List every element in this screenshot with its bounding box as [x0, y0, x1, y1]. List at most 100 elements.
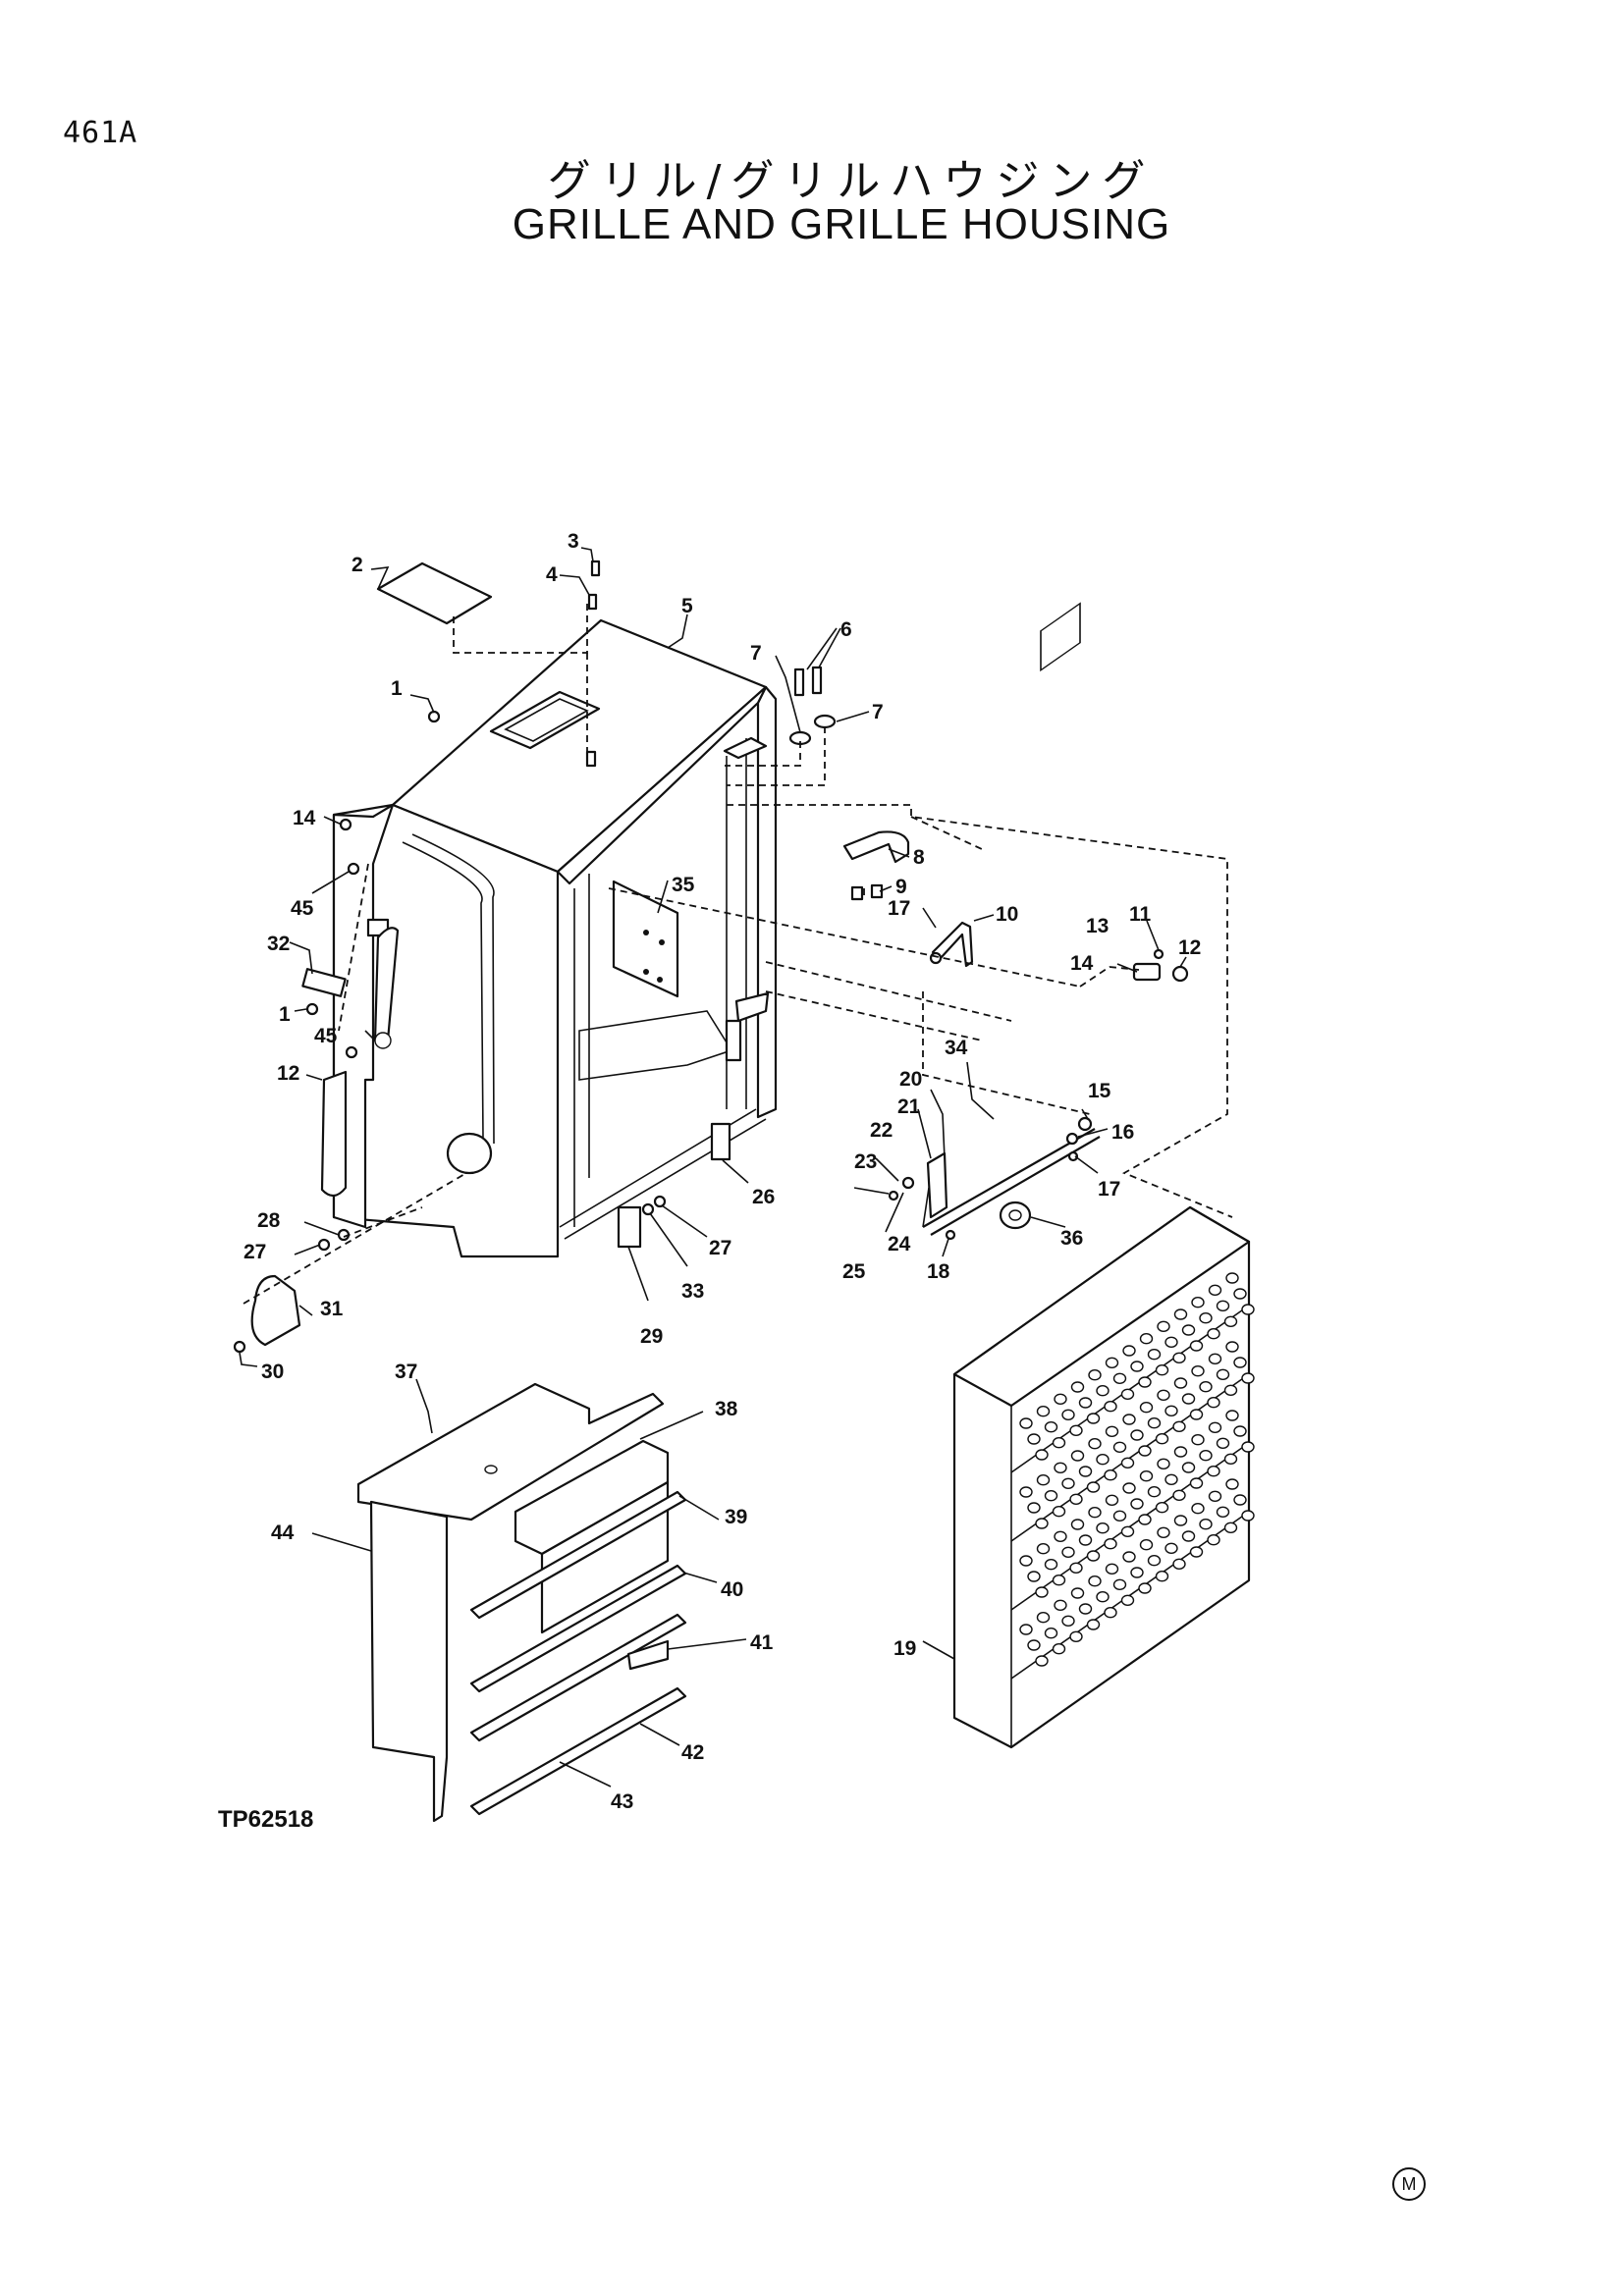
grille-hole [1138, 1514, 1152, 1525]
callout-34: 34 [945, 1037, 968, 1059]
grille-hole [1155, 1432, 1169, 1445]
grille-hole [1052, 1574, 1066, 1586]
callout-41: 41 [750, 1631, 774, 1654]
callout-15: 15 [1088, 1080, 1111, 1102]
callout-14: 14 [293, 807, 316, 829]
grille-hole [1104, 1468, 1117, 1481]
grille-hole [1044, 1627, 1058, 1639]
callout-29: 29 [640, 1325, 663, 1348]
grille-hole [1035, 1518, 1049, 1529]
grille-hole [1078, 1466, 1093, 1477]
grille-hole [1052, 1505, 1066, 1518]
grille-hole [1207, 1396, 1220, 1409]
callout-24: 24 [888, 1233, 911, 1255]
grille-hole [1036, 1611, 1051, 1624]
grille-hole [1061, 1615, 1075, 1628]
grille-hole [1104, 1606, 1117, 1619]
grille-hole [1120, 1594, 1135, 1607]
grille-hole [1019, 1486, 1033, 1498]
grille-hole [1120, 1457, 1135, 1469]
seal-strip-left [320, 1070, 348, 1198]
grille-hole [1112, 1372, 1127, 1385]
grille-hole [1112, 1441, 1127, 1454]
grille-hole [1139, 1401, 1154, 1414]
grille-hole [1122, 1482, 1136, 1494]
grille-hole [1216, 1368, 1230, 1381]
grille-hole [1241, 1510, 1255, 1522]
grille-hole [1044, 1489, 1058, 1502]
grille-hole [1233, 1357, 1247, 1368]
callout-labels: 1 1 2 3 4 5 6 7 7 8 9 10 11 12 12 13 14 … [244, 530, 1201, 1813]
grille-hole [1173, 1308, 1188, 1320]
grille-hole [1112, 1578, 1127, 1591]
callout-14: 14 [1070, 952, 1094, 975]
callout-2: 2 [352, 554, 363, 576]
grille-hole [1105, 1425, 1119, 1438]
grille-hole [1120, 1525, 1135, 1538]
grille-hole [1233, 1494, 1247, 1506]
latch-assembly [888, 1116, 1101, 1241]
grille-hole [1019, 1417, 1033, 1429]
grille-hole [1191, 1296, 1205, 1308]
grille-hole [1054, 1393, 1067, 1406]
callout-32: 32 [267, 933, 290, 955]
grille-hole [1122, 1345, 1136, 1357]
grille-hole [1207, 1327, 1220, 1340]
callout-25: 25 [842, 1260, 866, 1283]
grille-hole [1155, 1363, 1169, 1376]
grille-hole [1216, 1506, 1230, 1519]
callout-36: 36 [1060, 1227, 1083, 1250]
hinge-bracket [842, 830, 910, 901]
callout-7: 7 [872, 701, 884, 723]
grille-hole [1208, 1353, 1222, 1365]
grille-hole [1130, 1429, 1144, 1441]
grille-hole [1173, 1377, 1188, 1389]
grille-hole [1019, 1624, 1033, 1635]
grille-hole [1036, 1473, 1051, 1486]
grille-hole [1139, 1332, 1154, 1345]
callout-28: 28 [257, 1209, 281, 1232]
grille-hole [1241, 1441, 1255, 1453]
grille-hole [1130, 1361, 1144, 1372]
callout-6: 6 [840, 618, 852, 641]
grille-hole [1147, 1554, 1162, 1567]
cover-plate [376, 561, 493, 625]
callout-45: 45 [314, 1025, 338, 1047]
grille-hole [1138, 1376, 1152, 1388]
callout-37: 37 [395, 1361, 417, 1383]
grille-hole [1027, 1502, 1041, 1514]
grille-hole [1147, 1348, 1162, 1361]
grille-hole [1208, 1284, 1222, 1297]
callout-4: 4 [546, 563, 558, 586]
grille-hole [1147, 1416, 1162, 1429]
grille-hole [1139, 1469, 1154, 1482]
grille-hole [1054, 1599, 1067, 1612]
callout-9: 9 [895, 876, 907, 898]
grille-hole [1139, 1538, 1154, 1551]
grille-hole [1207, 1465, 1220, 1477]
grille-hole [1088, 1437, 1102, 1450]
grille-hole [1054, 1462, 1067, 1474]
grille-hole [1086, 1619, 1101, 1630]
grille-hole [1070, 1587, 1085, 1599]
grille-hole [1164, 1336, 1178, 1349]
callout-42: 42 [681, 1741, 704, 1764]
grille-hole [1223, 1453, 1238, 1466]
grille-hole [1157, 1458, 1170, 1470]
latch-catch [1132, 948, 1189, 983]
callout-26: 26 [752, 1186, 775, 1208]
grille-hole [1208, 1421, 1222, 1434]
callout-8: 8 [913, 846, 925, 869]
grille-hole [1061, 1409, 1075, 1421]
grille [952, 602, 1255, 1749]
grille-hole [1164, 1542, 1178, 1555]
callout-38: 38 [715, 1398, 738, 1420]
grille-hole [1173, 1446, 1188, 1458]
grille-hole [1216, 1437, 1230, 1450]
grille-hole [1120, 1388, 1135, 1401]
grille-hole [1189, 1546, 1204, 1558]
callout-22: 22 [870, 1119, 893, 1142]
grille-hole [1225, 1410, 1239, 1421]
grille-hole [1199, 1311, 1213, 1324]
